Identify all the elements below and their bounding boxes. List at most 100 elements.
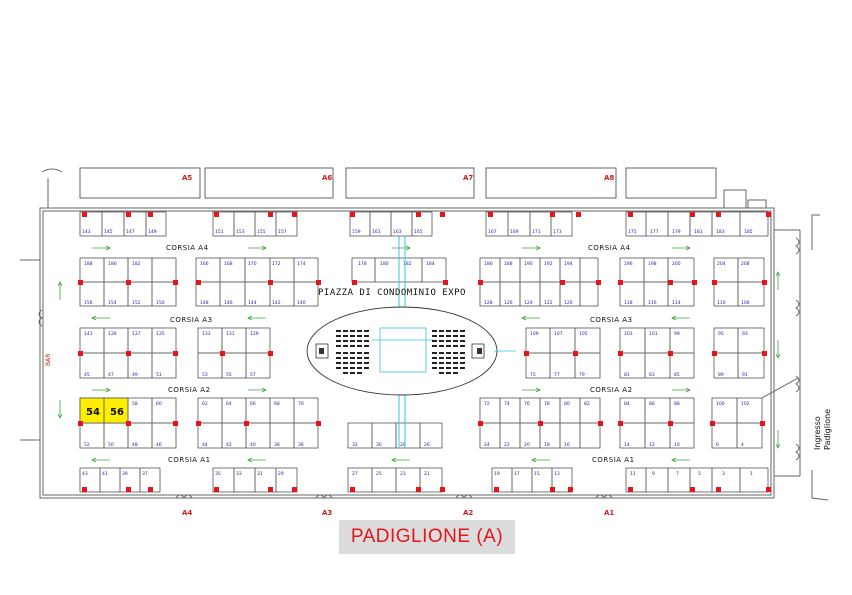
highlight-booth-56[interactable]: 56 <box>110 407 124 418</box>
booth-number: 174 <box>297 261 306 267</box>
booth-number: 143 <box>82 229 91 235</box>
aisle-label: CORSIA A3 <box>170 316 213 324</box>
booth-number: 137 <box>132 331 141 337</box>
booth-number: 165 <box>414 229 423 235</box>
booth-number: 77 <box>554 372 560 378</box>
booth-number: 141 <box>84 331 93 337</box>
booth-number: 139 <box>108 331 117 337</box>
booth-number: 58 <box>132 401 138 407</box>
hall-title-box: PADIGLIONE (A) <box>339 520 515 554</box>
booth-number: 39 <box>122 471 128 477</box>
booth-number: 18 <box>544 442 550 448</box>
gate-labels: A5 A6 A7 A8 A4 A3 A2 A1 <box>182 174 614 517</box>
booth-number: 12 <box>649 442 655 448</box>
entrance-label: Ingresso <box>813 416 822 450</box>
seating-left <box>336 330 369 374</box>
booth-number: 22 <box>504 442 510 448</box>
booth-number: 57 <box>250 372 256 378</box>
booth-number: 155 <box>257 229 266 235</box>
highlight-booth-54[interactable]: 54 <box>86 407 100 418</box>
booth-number: 105 <box>579 331 588 337</box>
gate-bottom-a4: A4 <box>182 509 192 517</box>
booth-number: 43 <box>82 471 88 477</box>
gate-top-a5: A5 <box>182 174 192 182</box>
booth-number: 51 <box>156 372 162 378</box>
booth-number: 166 <box>200 261 209 267</box>
booth-number: 140 <box>297 300 306 306</box>
booth-dividers <box>99 212 741 492</box>
booth-number: 91 <box>742 372 748 378</box>
booth-number: 182 <box>403 261 412 267</box>
booth-number: 30 <box>376 442 382 448</box>
booth-number: 152 <box>132 300 141 306</box>
booth-number: 60 <box>156 401 162 407</box>
booth-number: 100 <box>716 401 725 407</box>
booth-number: 64 <box>226 401 232 407</box>
booth-number: 186 <box>108 261 117 267</box>
booth-number: 183 <box>716 229 725 235</box>
gate-top-a8: A8 <box>604 174 614 182</box>
booth-number: 45 <box>84 372 90 378</box>
booth-number: 4 <box>741 442 744 448</box>
booth-number: 188 <box>84 261 93 267</box>
booth-number: 124 <box>524 300 533 306</box>
aisle-label: CORSIA A3 <box>590 316 633 324</box>
booth-number: 131 <box>226 331 235 337</box>
booth-number: 110 <box>717 300 726 306</box>
outer-walls <box>20 167 829 501</box>
booth-number: 135 <box>156 331 165 337</box>
booth-number: 19 <box>494 471 500 477</box>
booth-number: 6 <box>716 442 719 448</box>
booth-number: 41 <box>102 471 108 477</box>
booth-number: 31 <box>257 471 263 477</box>
booth-number: 181 <box>694 229 703 235</box>
booth-number: 28 <box>400 442 406 448</box>
booth-number: 116 <box>648 300 657 306</box>
booth-number: 153 <box>236 229 245 235</box>
booth-number: 179 <box>672 229 681 235</box>
booth-number: 9 <box>652 471 655 477</box>
booth-number: 147 <box>126 229 135 235</box>
gate-top-a6: A6 <box>322 174 332 182</box>
booth-number: 70 <box>298 401 304 407</box>
aisle-label: CORSIA A1 <box>168 456 211 464</box>
booth-number: 177 <box>650 229 659 235</box>
booth-number: 10 <box>674 442 680 448</box>
booth-number: 89 <box>718 372 724 378</box>
booth-number: 180 <box>380 261 389 267</box>
booth-number: 126 <box>504 300 513 306</box>
booth-number: 5 <box>698 471 701 477</box>
booth-number: 157 <box>278 229 287 235</box>
booth-number: 208 <box>741 261 750 267</box>
booth-number: 74 <box>504 401 510 407</box>
booth-number: 78 <box>544 401 550 407</box>
booth-number: 37 <box>142 471 148 477</box>
booth-number: 128 <box>484 300 493 306</box>
booth-number: 32 <box>352 442 358 448</box>
booth-number: 52 <box>84 442 90 448</box>
booth-number: 7 <box>676 471 679 477</box>
booth-number: 102 <box>741 401 750 407</box>
booth-number: 192 <box>544 261 553 267</box>
booth-number: 21 <box>424 471 430 477</box>
booth-number: 76 <box>524 401 530 407</box>
booth-number: 16 <box>564 442 570 448</box>
booth-number: 48 <box>132 442 138 448</box>
booth-number: 20 <box>524 442 530 448</box>
booth-number: 146 <box>224 300 233 306</box>
booth-number: 84 <box>624 401 630 407</box>
booth-number: 142 <box>272 300 281 306</box>
booth-number: 161 <box>372 229 381 235</box>
booth-number: 88 <box>674 401 680 407</box>
booth-number: 72 <box>484 401 490 407</box>
booth-number: 66 <box>250 401 256 407</box>
booth-number: 122 <box>544 300 553 306</box>
booth-number: 27 <box>352 471 358 477</box>
piazza: PIAZZA DI CONDOMINIO EXPO <box>306 236 516 448</box>
aisle-label: CORSIA A1 <box>592 456 635 464</box>
booth-number: 85 <box>674 372 680 378</box>
booth-number: 75 <box>530 372 536 378</box>
booth-number: 44 <box>202 442 208 448</box>
aisle-arrows <box>57 245 781 463</box>
